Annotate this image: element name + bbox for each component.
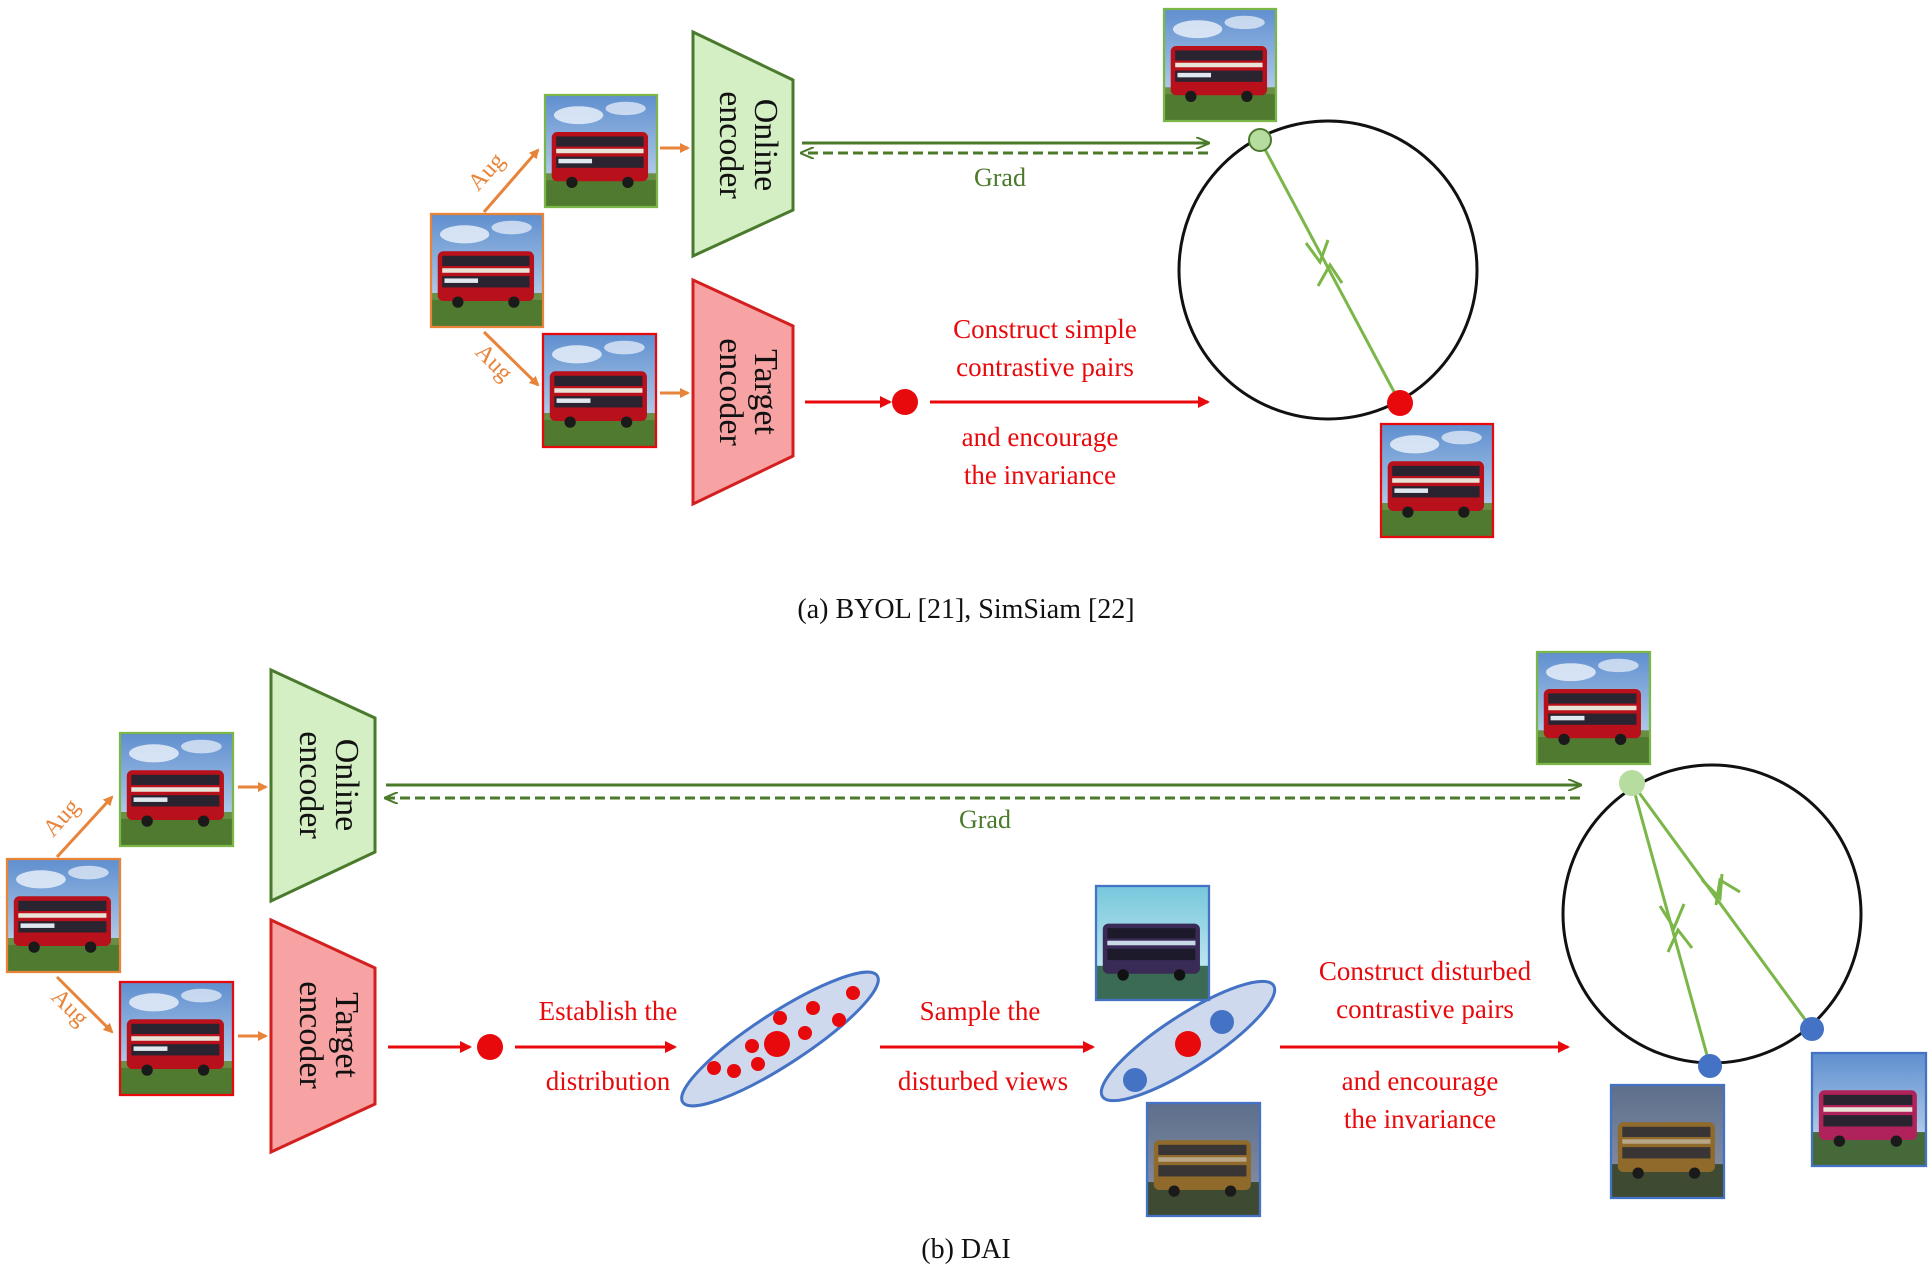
distribution-ellipse-b (680, 970, 880, 1108)
aug-image-upper-a (543, 93, 659, 209)
distribution-sample-dot (773, 1011, 787, 1025)
online-image-sphere-a (1162, 7, 1278, 123)
panel-b: Aug Aug Online encoder Target encoder Gr… (5, 650, 1928, 1265)
aug-label-lower-a: Aug (470, 339, 518, 387)
grad-label-b: Grad (959, 805, 1011, 834)
grad-label-a: Grad (974, 163, 1026, 192)
aug-image-upper-b (118, 731, 235, 848)
source-image-b (5, 857, 122, 974)
disturbed-image-sphere-b-1 (1609, 1083, 1726, 1200)
online-encoder-label-b-2: encoder (292, 731, 329, 839)
distribution-sample-dot (745, 1039, 759, 1053)
distribution-sample-dot (751, 1057, 765, 1071)
target-embedding-dot-b (477, 1034, 503, 1060)
hypersphere-a (1177, 119, 1479, 421)
encourage-text-a-1: and encourage (962, 422, 1119, 452)
online-encoder-label-a-1: Online (747, 99, 784, 192)
distribution-sample-dot (727, 1064, 741, 1078)
pull-line-a (1258, 139, 1402, 404)
aug-image-lower-a (541, 332, 658, 449)
disturbed-view-dot (1210, 1010, 1234, 1034)
target-embedding-dot-a (892, 389, 918, 415)
construct-text-b-2: contrastive pairs (1336, 994, 1514, 1024)
target-encoder-a (691, 277, 795, 507)
aug-arrow-upper-b (55, 795, 114, 859)
distribution-sample-dot (832, 1013, 846, 1027)
target-encoder-label-a-2: encoder (712, 338, 749, 446)
disturbed-point-b-2 (1800, 1017, 1824, 1041)
construct-text-b-1: Construct disturbed (1319, 956, 1532, 986)
sample-text-b-1: Sample the (920, 996, 1041, 1026)
online-image-sphere-b (1535, 650, 1652, 766)
online-encoder-b (269, 667, 377, 904)
source-image-a (429, 212, 545, 329)
encourage-text-b-1: and encourage (1342, 1066, 1499, 1096)
distribution-sample-dot (806, 1001, 820, 1015)
pull-chevron-b-4 (1714, 877, 1741, 906)
distribution-mean-dot (764, 1031, 790, 1057)
aug-image-lower-b (118, 980, 235, 1097)
establish-text-b-1: Establish the (539, 996, 678, 1026)
pull-chevron-b-2 (1666, 927, 1694, 953)
caption-b: (b) DAI (921, 1234, 1010, 1265)
target-image-sphere-a (1379, 422, 1495, 539)
target-encoder-b (269, 917, 377, 1155)
distribution-sample-dot (846, 986, 860, 1000)
online-encoder-label-a-2: encoder (712, 91, 749, 199)
online-point-b (1619, 770, 1645, 796)
distribution-sample-dot (798, 1026, 812, 1040)
target-encoder-label-b-2: encoder (292, 981, 329, 1089)
distribution-sample-dot (707, 1061, 721, 1075)
aug-arrow-lower-b (55, 975, 114, 1034)
target-encoder-label-a-1: Target (747, 349, 784, 435)
establish-text-b-2: distribution (546, 1066, 671, 1096)
encourage-text-a-2: the invariance (964, 460, 1116, 490)
disturbed-image-sphere-b-2 (1810, 1051, 1928, 1168)
disturbed-point-b-1 (1698, 1054, 1722, 1078)
online-point-a (1248, 128, 1272, 152)
pull-chevron-up-a (1316, 262, 1344, 287)
pull-chevron-b-1 (1658, 903, 1686, 932)
panel-a: Aug Aug Online encoder Target encoder Gr… (429, 7, 1495, 625)
encourage-text-b-2: the invariance (1344, 1104, 1496, 1134)
disturbed-mean-dot (1175, 1031, 1201, 1057)
online-encoder-a (691, 29, 795, 259)
aug-arrow-lower-a (482, 330, 540, 387)
online-encoder-label-b-1: Online (328, 739, 365, 832)
disturbed-view-dot (1123, 1068, 1147, 1092)
target-encoder-label-b-1: Target (328, 992, 365, 1078)
target-point-a (1387, 390, 1413, 416)
pull-line-b-2 (1630, 782, 1814, 1030)
aug-label-lower-b: Aug (46, 984, 94, 1032)
disturbed-image-lower-b (1145, 1101, 1262, 1218)
construct-text-a-2: contrastive pairs (956, 352, 1134, 382)
sample-text-b-2: disturbed views (898, 1066, 1068, 1096)
construct-text-a-1: Construct simple (953, 314, 1137, 344)
caption-a: (a) BYOL [21], SimSiam [22] (797, 594, 1134, 625)
disturbed-views-ellipse-b (1099, 979, 1277, 1103)
pull-chevron-down-a (1304, 239, 1330, 266)
disturbed-image-upper-b (1094, 884, 1211, 1002)
aug-arrow-upper-a (482, 148, 540, 213)
